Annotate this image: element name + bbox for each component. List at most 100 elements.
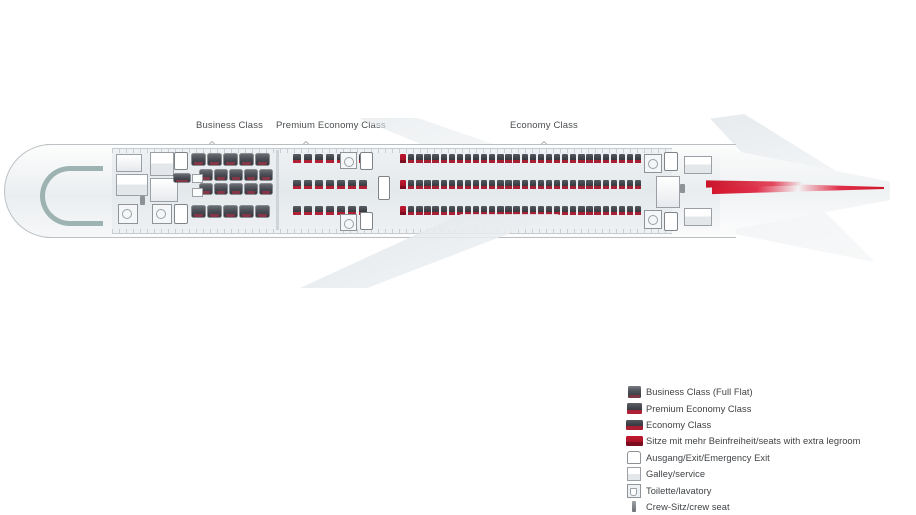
economy-seat[interactable] — [489, 180, 496, 189]
economy-seat[interactable] — [489, 206, 496, 215]
business-seat[interactable] — [200, 184, 212, 194]
economy-seat[interactable] — [513, 180, 521, 189]
economy-seat[interactable] — [586, 180, 594, 189]
economy-seat[interactable] — [489, 154, 496, 163]
economy-seat[interactable] — [408, 154, 415, 163]
economy-seat[interactable] — [610, 154, 618, 163]
premium-economy-seat[interactable] — [315, 206, 323, 215]
premium-economy-seat[interactable] — [293, 206, 301, 215]
business-seat[interactable] — [208, 154, 221, 165]
economy-seat[interactable] — [497, 180, 504, 189]
economy-seat[interactable] — [586, 206, 594, 215]
business-seat[interactable] — [230, 170, 242, 180]
economy-seat[interactable] — [432, 206, 440, 215]
economy-seat[interactable] — [570, 180, 577, 189]
economy-seat[interactable] — [513, 154, 521, 163]
economy-seat[interactable] — [626, 206, 634, 215]
economy-seat[interactable] — [578, 206, 585, 215]
economy-seat[interactable] — [553, 154, 561, 163]
economy-seat[interactable] — [416, 154, 423, 163]
premium-economy-seat[interactable] — [293, 180, 301, 189]
economy-seat[interactable] — [545, 206, 553, 215]
business-seat[interactable] — [200, 170, 212, 180]
economy-seat[interactable] — [626, 180, 634, 189]
economy-seat[interactable] — [545, 154, 553, 163]
economy-seat[interactable] — [481, 154, 488, 163]
business-seat[interactable] — [215, 170, 227, 180]
economy-seat[interactable] — [424, 206, 432, 215]
economy-seat[interactable] — [505, 154, 513, 163]
premium-economy-seat[interactable] — [337, 180, 345, 189]
economy-seat[interactable] — [440, 206, 448, 215]
premium-economy-seat[interactable] — [293, 154, 301, 163]
premium-economy-seat[interactable] — [304, 180, 312, 189]
business-seat[interactable] — [245, 170, 257, 180]
economy-seat[interactable] — [610, 180, 618, 189]
premium-economy-seat[interactable] — [326, 206, 334, 215]
business-seat[interactable] — [240, 206, 253, 217]
economy-seat[interactable] — [472, 180, 480, 189]
economy-seat[interactable] — [537, 180, 545, 189]
economy-seat[interactable] — [481, 206, 488, 215]
exit-door-aft-right[interactable] — [664, 152, 678, 171]
economy-seat[interactable] — [570, 154, 577, 163]
economy-seat[interactable] — [553, 180, 561, 189]
exit-door-mid-center[interactable] — [378, 176, 390, 200]
economy-seat[interactable] — [570, 206, 577, 215]
economy-seat[interactable] — [440, 154, 448, 163]
exit-door-mid-right[interactable] — [360, 152, 373, 170]
economy-seat[interactable] — [529, 206, 537, 215]
business-seat[interactable] — [192, 154, 205, 165]
economy-seat[interactable] — [408, 206, 415, 215]
premium-economy-seat[interactable] — [315, 180, 323, 189]
economy-seat[interactable] — [513, 206, 521, 215]
economy-seat[interactable] — [464, 180, 472, 189]
economy-seat[interactable] — [521, 154, 529, 163]
economy-seat[interactable] — [481, 180, 488, 189]
economy-seat[interactable] — [618, 154, 626, 163]
economy-seat[interactable] — [529, 180, 537, 189]
premium-economy-seat[interactable] — [304, 154, 312, 163]
economy-seat[interactable] — [505, 206, 513, 215]
economy-seat[interactable] — [562, 206, 569, 215]
economy-seat[interactable] — [626, 154, 634, 163]
premium-economy-seat[interactable] — [326, 180, 334, 189]
business-seat[interactable] — [224, 154, 237, 165]
business-seat[interactable] — [230, 184, 242, 194]
economy-seat[interactable] — [634, 206, 642, 215]
economy-seat[interactable] — [529, 154, 537, 163]
economy-seat[interactable] — [408, 180, 415, 189]
premium-economy-seat[interactable] — [337, 206, 345, 215]
economy-seat[interactable] — [553, 206, 561, 215]
premium-economy-seat[interactable] — [348, 180, 356, 189]
economy-seat[interactable] — [521, 206, 529, 215]
business-seat[interactable] — [245, 184, 257, 194]
economy-seat[interactable] — [586, 154, 594, 163]
economy-seat[interactable] — [505, 180, 513, 189]
economy-seat[interactable] — [578, 180, 585, 189]
economy-seat-extra-legroom[interactable] — [400, 154, 407, 163]
economy-seat[interactable] — [594, 154, 602, 163]
business-seat[interactable] — [208, 206, 221, 217]
economy-seat[interactable] — [472, 206, 480, 215]
economy-seat[interactable] — [618, 206, 626, 215]
economy-seat[interactable] — [456, 180, 464, 189]
economy-seat[interactable] — [472, 154, 480, 163]
premium-economy-seat[interactable] — [326, 154, 334, 163]
economy-seat[interactable] — [634, 180, 642, 189]
economy-seat[interactable] — [456, 206, 464, 215]
economy-seat[interactable] — [432, 180, 440, 189]
economy-seat[interactable] — [448, 206, 456, 215]
premium-economy-seat[interactable] — [348, 206, 356, 215]
economy-seat[interactable] — [464, 154, 472, 163]
exit-door-fwd-left[interactable] — [174, 204, 188, 224]
exit-door-mid-left[interactable] — [360, 212, 373, 230]
economy-seat[interactable] — [497, 154, 504, 163]
economy-seat[interactable] — [424, 154, 432, 163]
business-seat[interactable] — [260, 184, 272, 194]
economy-seat[interactable] — [618, 180, 626, 189]
economy-seat[interactable] — [440, 180, 448, 189]
economy-seat[interactable] — [610, 206, 618, 215]
economy-seat[interactable] — [594, 206, 602, 215]
economy-seat[interactable] — [448, 154, 456, 163]
